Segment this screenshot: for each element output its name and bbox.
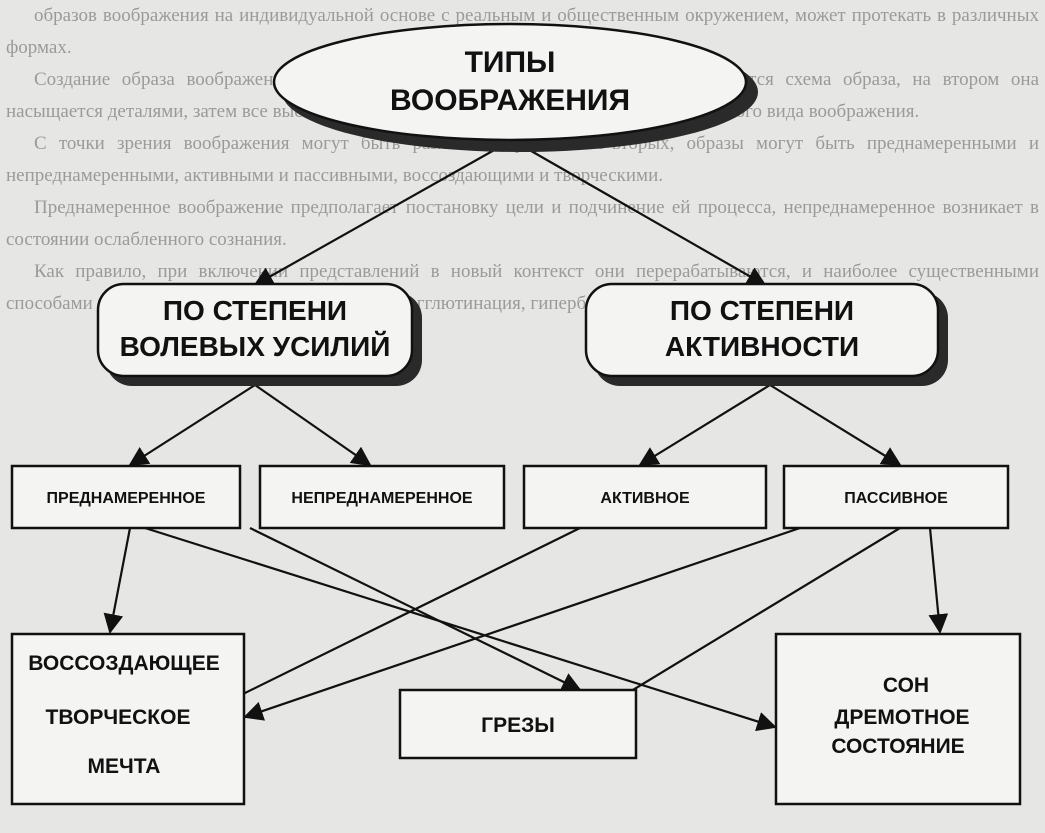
background-paragraph: образов воображения на индивидуальной ос…: [6, 5, 1039, 58]
node-sleep-label: СОН: [883, 674, 929, 697]
connector-root-to-activity: [511, 139, 767, 286]
node-sleep-drowsy: СОН ДРЕМОТНОЕ СОСТОЯНИЕ: [774, 632, 1022, 806]
node-recreating-label: ВОССОЗДАЮЩЕЕ: [28, 652, 219, 675]
connector-activity-to-passive: [769, 384, 902, 467]
node-right-box: [774, 632, 1022, 806]
connector-volitional-to-unintentional: [254, 384, 372, 467]
node-intentional-label: ПРЕДНАМЕРЕННОЕ: [47, 490, 206, 507]
node-activity-shape: [584, 282, 940, 378]
connector-activity-to-active: [638, 384, 771, 467]
node-left-box: [10, 632, 246, 806]
node-intentional-box: [10, 464, 242, 530]
root-title-line1: ТИПЫ: [465, 46, 556, 79]
node-daydreams-label: ГРЕЗЫ: [481, 714, 555, 737]
root-title-line2: ВООБРАЖЕНИЯ: [390, 84, 630, 117]
connector-intentional-to-sleep: [144, 526, 777, 732]
node-volitional-line1: ПО СТЕПЕНИ: [163, 295, 347, 326]
node-volitional-shape: [96, 282, 414, 378]
node-unintentional: НЕПРЕДНАМЕРЕННОЕ: [258, 464, 506, 530]
background-paragraph: Преднамеренное воображение предполагает …: [6, 197, 1039, 250]
node-passive-box: [782, 464, 1010, 530]
root-node-shape: [272, 22, 748, 142]
node-drowsy-label: ДРЕМОТНОЕ: [834, 706, 969, 729]
connector-passive-to-sleep: [928, 527, 949, 634]
node-creative-label: ТВОРЧЕСКОЕ: [46, 706, 191, 729]
node-activity-degree: ПО СТЕПЕНИ АКТИВНОСТИ: [584, 282, 948, 386]
node-passive-label: ПАССИВНОЕ: [844, 490, 948, 507]
connector-root-to-volitional: [253, 139, 513, 286]
node-intentional: ПРЕДНАМЕРЕННОЕ: [10, 464, 242, 530]
node-state-label: СОСТОЯНИЕ: [831, 735, 964, 758]
node-dream-label: МЕЧТА: [88, 755, 161, 778]
node-active-box: [522, 464, 768, 530]
root-node: ТИПЫ ВООБРАЖЕНИЯ: [272, 22, 758, 152]
node-daydreams: ГРЕЗЫ: [398, 688, 638, 760]
node-daydreams-box: [398, 688, 638, 760]
connector-intentional-to-recreating: [103, 527, 132, 634]
connector-volitional-to-intentional: [128, 384, 256, 467]
node-active: АКТИВНОЕ: [522, 464, 768, 530]
connector-active-to-creative: [243, 526, 801, 721]
node-activity-line2: АКТИВНОСТИ: [665, 331, 859, 362]
node-recreating-creative-dream: ВОССОЗДАЮЩЕЕ ТВОРЧЕСКОЕ МЕЧТА: [10, 632, 246, 806]
node-volitional-effort: ПО СТЕПЕНИ ВОЛЕВЫХ УСИЛИЙ: [96, 282, 422, 386]
node-unintentional-box: [258, 464, 506, 530]
node-unintentional-label: НЕПРЕДНАМЕРЕННОЕ: [291, 490, 472, 507]
node-passive: ПАССИВНОЕ: [782, 464, 1010, 530]
node-volitional-line2: ВОЛЕВЫХ УСИЛИЙ: [120, 330, 391, 362]
node-activity-line1: ПО СТЕПЕНИ: [670, 295, 854, 326]
node-active-label: АКТИВНОЕ: [600, 490, 690, 507]
